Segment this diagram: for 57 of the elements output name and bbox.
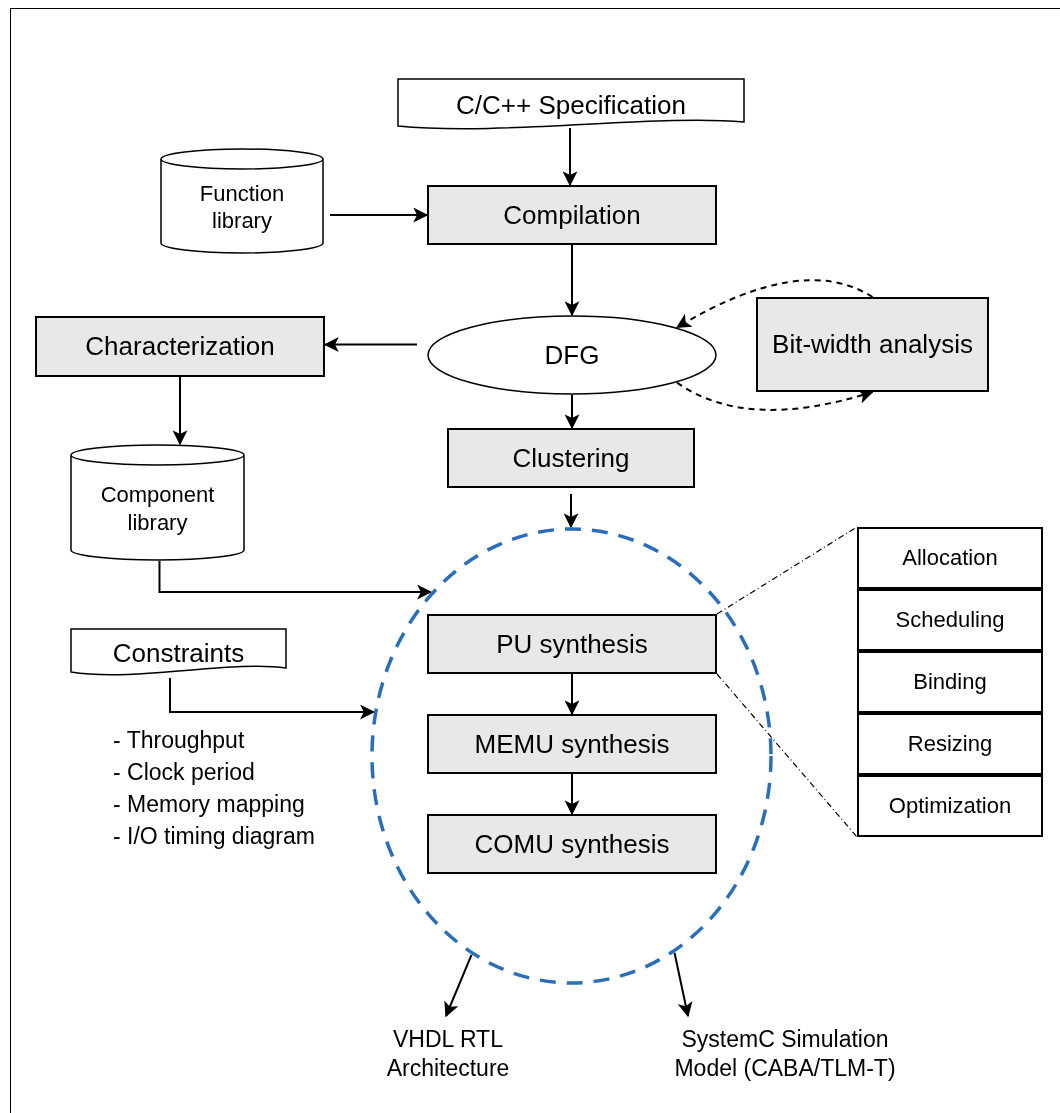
node-label: VHDL RTL Architecture [385, 1025, 511, 1083]
data-ellipse [427, 315, 717, 395]
document-shape [70, 628, 287, 678]
node-label: SystemC Simulation Model (CABA/TLM-T) [673, 1025, 897, 1083]
step-box [857, 589, 1043, 651]
constraint-item: - I/O timing diagram [113, 822, 315, 851]
arrow [169, 677, 375, 720]
arrow [673, 951, 693, 1018]
arrow [444, 953, 473, 1018]
step-box [857, 527, 1043, 589]
process-box [447, 428, 695, 488]
constraint-item: - Memory mapping [113, 790, 306, 819]
node-label: COMU synthesis [473, 827, 671, 861]
leader-line [716, 526, 858, 615]
step-box [857, 651, 1043, 713]
leader-line [716, 673, 858, 838]
constraint-item: - Clock period [113, 758, 256, 787]
document-shape [397, 78, 745, 132]
process-box [756, 297, 989, 392]
arrow [562, 127, 578, 187]
arrow [158, 560, 433, 600]
arrow [564, 394, 580, 430]
arrow [564, 244, 580, 317]
arrow [172, 376, 188, 446]
arrow [564, 673, 580, 716]
node-label: DFG [543, 338, 601, 372]
node-label: Function library [198, 179, 286, 235]
node-label: Component library [99, 481, 216, 536]
node-label: Allocation [901, 544, 999, 572]
node-label: Optimization [887, 792, 1013, 820]
step-box [857, 713, 1043, 775]
node-label: Scheduling [894, 606, 1006, 634]
process-box [427, 185, 717, 245]
process-box [427, 614, 717, 674]
process-box [35, 316, 325, 377]
node-label: Constraints [111, 636, 246, 670]
node-label: Characterization [84, 330, 276, 363]
node-label: Clustering [511, 441, 631, 475]
process-box [427, 814, 717, 874]
arrow [564, 773, 580, 816]
database-cylinder [70, 444, 245, 561]
node-label: Binding [912, 668, 988, 696]
arrow [329, 207, 429, 223]
step-box [857, 775, 1043, 837]
node-label: Compilation [502, 198, 642, 232]
arrow [675, 279, 874, 329]
node-label: MEMU synthesis [473, 727, 671, 761]
database-cylinder [160, 148, 324, 254]
synthesis-ellipse [370, 527, 773, 985]
process-box [427, 714, 717, 774]
constraint-item: - Throughput [113, 726, 246, 755]
arrow [676, 381, 874, 411]
node-label: Bit-width analysis [771, 328, 974, 361]
node-label: Resizing [906, 730, 994, 758]
node-label: PU synthesis [495, 627, 649, 661]
node-label: C/C++ Specification [455, 88, 687, 122]
arrow [563, 493, 579, 529]
